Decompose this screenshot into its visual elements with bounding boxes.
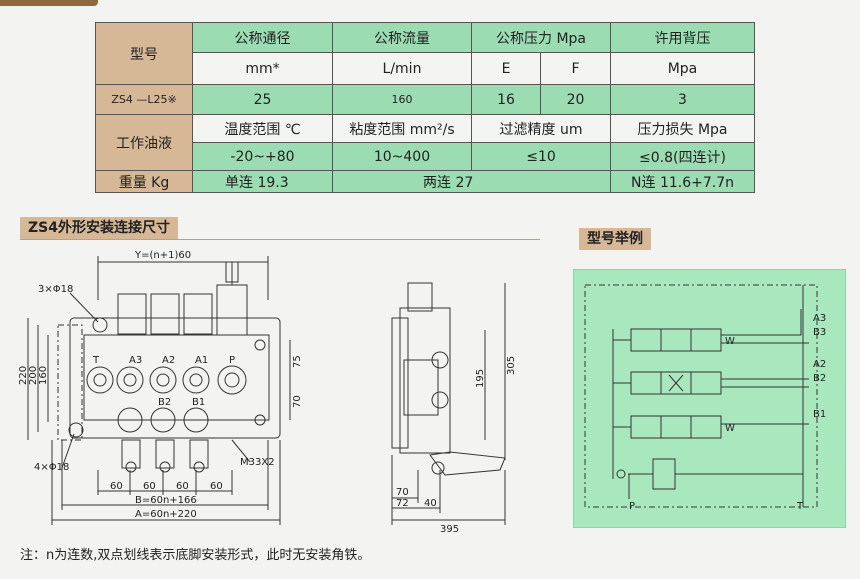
port-a3: A3 — [129, 355, 142, 366]
port-b1: B1 — [192, 397, 205, 408]
holes-bottom-label: 4×Φ18 — [34, 462, 69, 473]
pressure-f-value: 20 — [540, 84, 611, 115]
weight-n: N连 11.6+7.7n — [610, 170, 755, 193]
schematic-t: T — [796, 501, 804, 512]
pressure-header: 公称压力 Mpa — [471, 22, 611, 53]
holes-top-label: 3×Φ18 — [38, 284, 73, 295]
pressure-e: E — [471, 52, 541, 85]
back-unit: Mpa — [610, 52, 755, 85]
dim-305: 305 — [506, 356, 517, 375]
y-dim-label: Y=(n+1)60 — [134, 250, 191, 261]
header-tab — [0, 0, 98, 6]
dims-divider — [20, 239, 540, 240]
back-pressure-header: 许用背压 — [610, 22, 755, 53]
weight-header: 重量 Kg — [95, 170, 193, 193]
viscosity-value: 10~400 — [332, 142, 472, 171]
pressure-e-value: 16 — [471, 84, 541, 115]
dim-72: 72 — [396, 498, 409, 509]
temp-value: -20~+80 — [192, 142, 333, 171]
bore-value: 25 — [192, 84, 333, 115]
temp-header: 温度范围 ℃ — [192, 114, 333, 143]
dim-200: 200 — [28, 366, 39, 385]
dim-60-c: 60 — [176, 481, 189, 492]
bore-header: 公称通径 — [192, 22, 333, 53]
viscosity-header: 粘度范围 mm²/s — [332, 114, 472, 143]
flow-unit: L/min — [332, 52, 472, 85]
dim-60-b: 60 — [143, 481, 156, 492]
schematic-p: P — [629, 501, 635, 512]
dim-40: 40 — [424, 498, 437, 509]
dimension-drawing: Y=(n+1)60 3×Φ18 4×Φ18 A3 A2 A1 P B2 B1 T… — [18, 250, 517, 535]
top-bar — [0, 0, 860, 10]
bore-unit: mm* — [192, 52, 333, 85]
schematic-a2: A2 — [813, 359, 826, 370]
loss-header: 压力损失 Mpa — [610, 114, 755, 143]
filter-header: 过滤精度 um — [471, 114, 611, 143]
port-p: P — [229, 355, 235, 366]
dim-220: 220 — [18, 366, 29, 385]
pressure-f: F — [540, 52, 611, 85]
port-a1: A1 — [195, 355, 208, 366]
a-dim-label: A=60n+220 — [135, 509, 197, 520]
flow-value: 160 — [332, 84, 472, 115]
hydraulic-schematic: A3 B3 A2 B2 B1 P T W W — [573, 269, 846, 528]
schematic-b1: B1 — [813, 409, 826, 420]
filter-value: ≤10 — [471, 142, 611, 171]
schematic-w-2: W — [725, 423, 735, 434]
example-section-title: 型号举例 — [579, 228, 651, 250]
dim-75: 75 — [292, 355, 303, 368]
port-b2: B2 — [158, 397, 171, 408]
b-dim-label: B=60n+166 — [135, 495, 197, 506]
dim-395: 395 — [440, 524, 459, 535]
dim-60-d: 60 — [210, 481, 223, 492]
schematic-b3: B3 — [813, 327, 826, 338]
dim-160: 160 — [38, 366, 49, 385]
model-code: ZS4 —L25※ — [95, 84, 193, 115]
schematic-a3: A3 — [813, 313, 826, 324]
spec-table: 型号 公称通径 公称流量 公称压力 Mpa 许用背压 mm* L/min E F… — [95, 22, 755, 193]
loss-value: ≤0.8(四连计) — [610, 142, 755, 171]
schematic-w-1: W — [725, 336, 735, 347]
dim-70-side: 70 — [396, 487, 409, 498]
model-header: 型号 — [95, 22, 193, 85]
fluid-header: 工作油液 — [95, 114, 193, 171]
weight-double: 两连 27 — [332, 170, 611, 193]
thread-label: M33X2 — [240, 457, 275, 468]
dim-60-a: 60 — [110, 481, 123, 492]
port-a2: A2 — [162, 355, 175, 366]
schematic-b2: B2 — [813, 373, 826, 384]
port-t: T — [92, 355, 100, 366]
dim-70: 70 — [292, 395, 303, 408]
back-value: 3 — [610, 84, 755, 115]
dims-section-title: ZS4外形安装连接尺寸 — [20, 217, 178, 239]
dim-195: 195 — [475, 369, 486, 388]
flow-header: 公称流量 — [332, 22, 472, 53]
footnote: 注：n为连数,双点划线表示底脚安装形式，此时无安装角铁。 — [20, 548, 371, 563]
weight-single: 单连 19.3 — [192, 170, 333, 193]
